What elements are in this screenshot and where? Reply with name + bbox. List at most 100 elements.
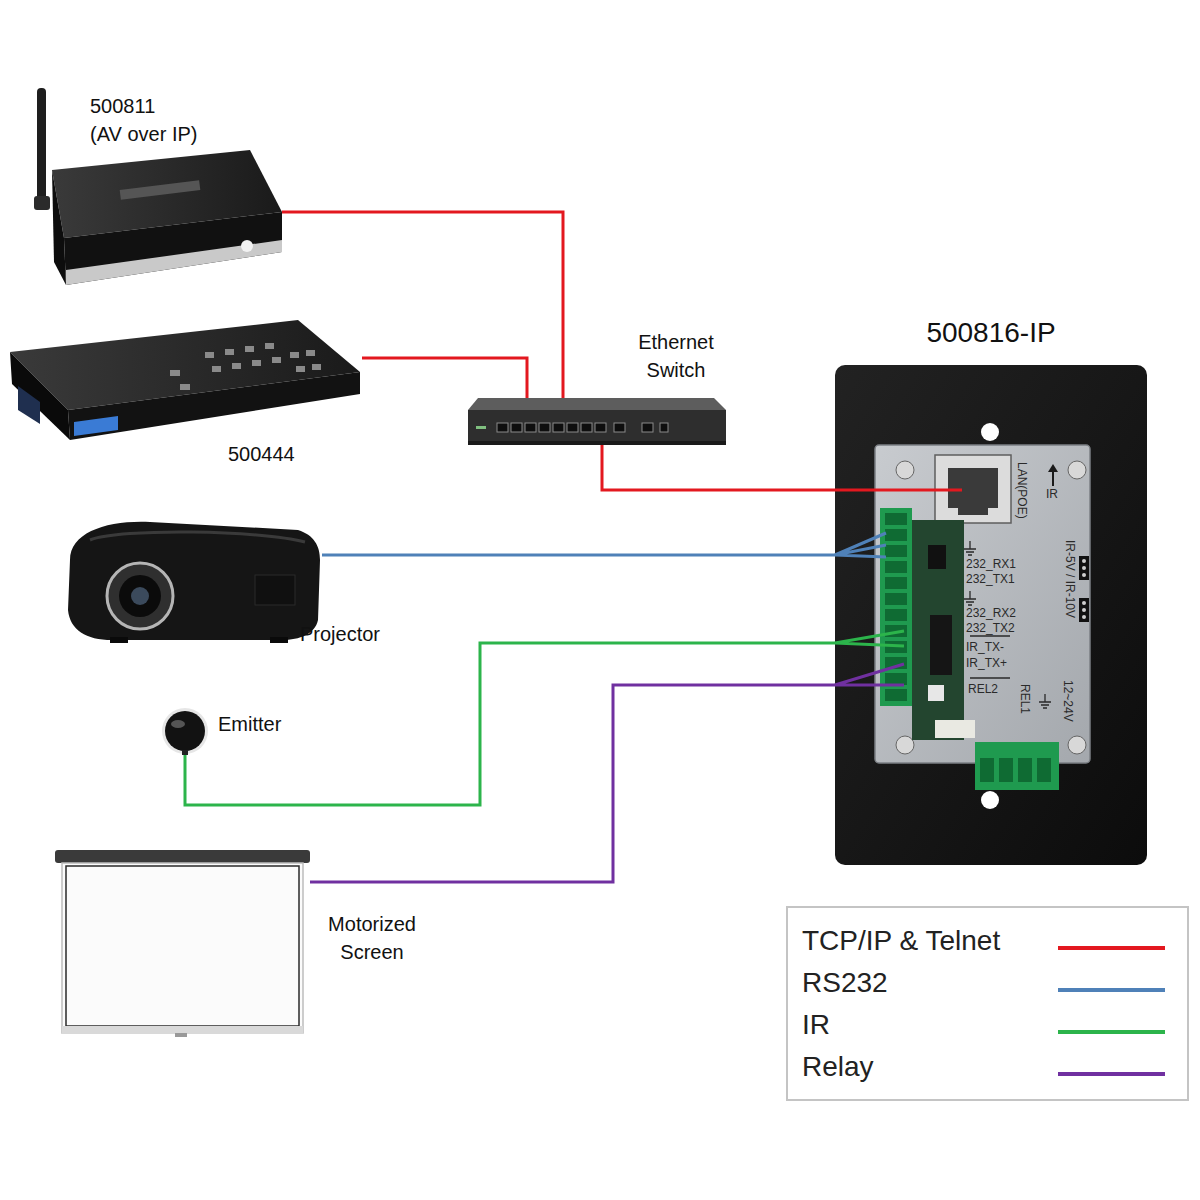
wall-plate <box>999 758 1013 782</box>
projection-screen <box>66 866 299 1026</box>
connector-wire <box>185 643 835 805</box>
ethernet-switch-device <box>567 423 578 432</box>
wall-plate <box>980 758 994 782</box>
pin-label: 232_RX2 <box>966 606 1016 620</box>
wall-plate <box>885 577 907 589</box>
wall-plate <box>1037 758 1051 782</box>
ethernet-switch-device <box>468 398 726 410</box>
wall-plate <box>935 720 975 738</box>
matrix-switch-device <box>296 366 305 372</box>
projector-device <box>119 575 161 617</box>
ir-emitter <box>165 711 205 751</box>
matrix-switch-device <box>290 352 299 358</box>
wall-plate <box>1082 601 1086 605</box>
pin-label: 232_TX2 <box>966 621 1015 635</box>
wall-plate <box>912 520 964 740</box>
wall-plate <box>835 365 1147 865</box>
network-controller-device <box>52 170 66 285</box>
node-label: Motorized Screen <box>317 910 427 966</box>
ir-emitter <box>162 708 208 754</box>
projection-screen <box>55 850 310 1037</box>
device-node: 500444 <box>10 318 362 440</box>
matrix-switch-device <box>245 346 254 352</box>
legend-line <box>1058 984 1178 996</box>
pin-label: 12~24V <box>1061 680 1075 722</box>
wall-plate <box>885 545 907 557</box>
wall-plate <box>896 461 914 479</box>
wall-plate <box>948 468 998 508</box>
wall-plate <box>1082 559 1086 619</box>
node-label: 500444 <box>228 440 318 468</box>
wall-plate <box>1079 598 1089 622</box>
connector-wire <box>282 212 563 398</box>
pin-label: IR-5V / IR-10V <box>1063 540 1077 618</box>
network-controller-device <box>34 196 50 210</box>
pin-label: IR_TX- <box>966 640 1004 654</box>
wall-plate <box>1018 758 1032 782</box>
pin-label: LAN(POE) <box>1015 462 1029 519</box>
matrix-switch-device <box>212 366 221 372</box>
wall-plate <box>1082 559 1086 563</box>
pin-label: IR_TX+ <box>966 656 1007 670</box>
ethernet-switch-device <box>497 423 508 432</box>
projector-device <box>68 522 320 643</box>
ir-emitter <box>162 708 208 755</box>
wall-plate <box>981 791 999 809</box>
wall-plate <box>880 508 912 706</box>
legend-line-stroke <box>1058 1030 1165 1034</box>
legend-text: TCP/IP & Telnet <box>802 924 1000 958</box>
node-label: 500811 (AV over IP) <box>90 92 260 148</box>
node-label-line: Switch <box>621 356 731 384</box>
wall-plate <box>1082 566 1086 570</box>
ethernet-switch-device <box>595 423 606 432</box>
matrix-switch-device <box>74 416 118 436</box>
pin-label: IR <box>1046 487 1058 501</box>
matrix-switch-device <box>10 352 70 440</box>
legend-line-stroke <box>1058 1072 1165 1076</box>
connector-wire <box>362 358 527 398</box>
matrix-switch-device <box>232 363 241 369</box>
ethernet-switch-device <box>511 423 522 432</box>
device-node: Projector <box>66 520 322 642</box>
wall-plate <box>885 689 907 701</box>
wall-plate <box>885 513 907 525</box>
ir-emitter <box>182 750 188 755</box>
matrix-switch-device <box>18 386 40 424</box>
wall-plate <box>928 545 946 569</box>
wire-ends <box>835 489 962 492</box>
projector-device <box>90 532 305 542</box>
ethernet-switch-device <box>581 423 592 432</box>
node-label-line: Ethernet <box>638 331 714 353</box>
matrix-switch-device <box>180 384 190 390</box>
projector-device <box>107 563 173 629</box>
legend-line-stroke <box>1058 946 1165 950</box>
wall-plate <box>958 505 988 515</box>
wire-ends <box>835 631 904 646</box>
wire-ends <box>835 490 962 685</box>
ethernet-switch-device <box>476 426 486 429</box>
wall-plate <box>1082 573 1086 577</box>
wire-ends <box>835 533 886 557</box>
legend-text: IR <box>802 1008 830 1042</box>
wall-plate <box>964 591 976 605</box>
projector-device <box>110 637 128 643</box>
matrix-switch-device <box>10 320 360 440</box>
wall-plate <box>1048 464 1058 472</box>
ethernet-switch-device <box>553 423 564 432</box>
wall-plate <box>1068 736 1086 754</box>
wall-plate <box>885 673 907 685</box>
pin-label: REL1 <box>1018 684 1032 714</box>
wall-plate <box>875 445 1090 763</box>
node-label-line: Screen <box>317 938 427 966</box>
wall-plate <box>930 615 952 675</box>
wire-ends <box>835 664 904 685</box>
network-controller-device <box>64 212 282 285</box>
matrix-switch-device <box>225 349 234 355</box>
legend-line <box>1058 1068 1178 1080</box>
wall-plate <box>980 758 1051 782</box>
connector-wire <box>310 685 835 882</box>
node-label-line: (AV over IP) <box>90 120 260 148</box>
ethernet-switch-device <box>468 398 726 445</box>
